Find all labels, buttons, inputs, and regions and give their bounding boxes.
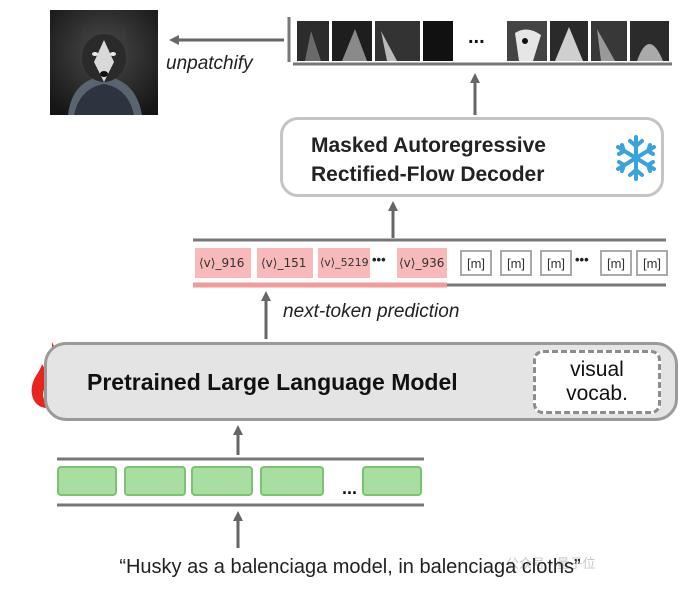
image-patch [375,21,420,61]
decoder-box: Masked Autoregressive Rectified-Flow Dec… [280,117,664,197]
watermark: 公众号 · 量子位 [506,556,596,571]
llm-label: Pretrained Large Language Model [87,369,458,395]
text-token-ellipsis: ... [342,478,358,498]
masked-token: [m] [600,250,632,276]
text-prompt: “Husky as a balenciaga model, in balenci… [119,556,581,578]
predicted-token-label: ⟨v⟩_916 [199,256,245,270]
vocab-line1: visual [570,358,624,381]
patch-ellipsis: ... [468,26,485,48]
predicted-token-ellipsis: ••• [372,252,386,267]
next-token-prediction-label: next-token prediction [283,301,460,322]
predicted-token [195,248,251,278]
vocab-line2: vocab. [566,382,628,405]
image-patch [423,21,453,61]
masked-token: [m] [460,250,492,276]
text-token [57,466,117,496]
decoder-title-line1: Masked Autoregressive [311,134,546,157]
masked-token: [m] [636,250,668,276]
decoder-title-line2: Rectified-Flow Decoder [311,163,545,186]
masked-token: [m] [540,250,572,276]
masked-token-ellipsis: ••• [575,252,589,267]
text-token [124,466,186,496]
predicted-token-label: ⟨v⟩_151 [261,256,307,270]
text-token [260,466,324,496]
predicted-token [257,248,313,278]
predicted-token-label: ⟨v⟩_936 [399,256,445,270]
text-token [191,466,253,496]
snowflake-icon [616,135,656,181]
unpatchify-label: unpatchify [166,53,253,74]
predicted-token-label: ⟨v⟩_5219 [320,256,369,269]
masked-token: [m] [500,250,532,276]
predicted-token [397,248,447,278]
predicted-token [318,248,370,278]
text-token [362,466,422,496]
image-patch-strip [297,21,669,61]
generated-husky-image [50,10,158,115]
visual-vocab-box: visual vocab. [533,350,661,414]
llm-box: Pretrained Large Language Model visual v… [44,342,678,421]
